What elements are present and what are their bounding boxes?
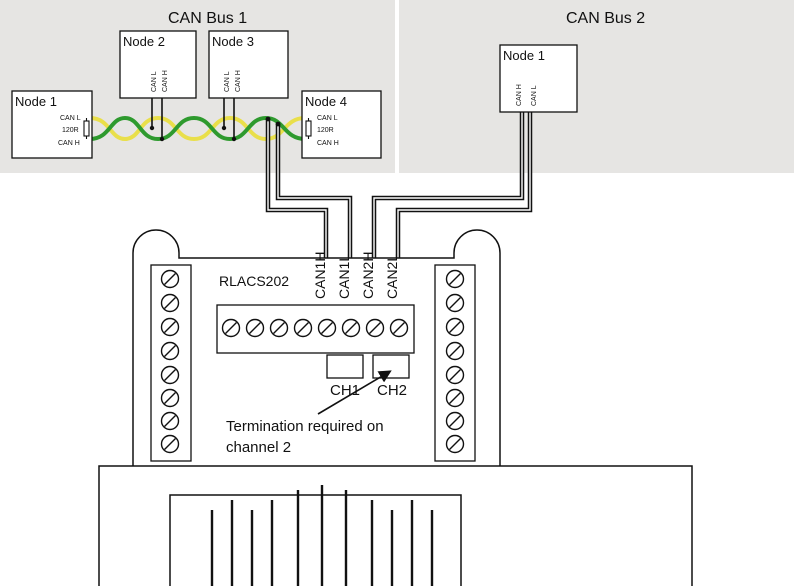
can-bus-2-title: CAN Bus 2 <box>566 10 645 27</box>
can-bus-1-title: CAN Bus 1 <box>168 10 247 27</box>
bus1-node4-resistor <box>305 120 312 137</box>
pin-label-can2h: CAN2H <box>360 252 376 299</box>
bus2-to-device-cable-core <box>373 112 531 296</box>
bus1-node4-can-h: CAN H <box>317 140 339 147</box>
termination-note-line2: channel 2 <box>226 439 291 456</box>
ch1-label: CH1 <box>330 382 360 399</box>
bus1-node4-resistor-label: 120R <box>317 127 334 134</box>
pin-label-can2l: CAN2L <box>384 254 400 299</box>
ch2-label: CH2 <box>377 382 407 399</box>
bus1-node3-can-h: CAN H <box>235 70 242 92</box>
can-bus-2-panel <box>399 0 794 173</box>
bus1-node1-resistor <box>83 120 90 137</box>
ch2-jumper <box>372 354 410 379</box>
bus1-node4: Node 4 CAN L 120R CAN H <box>301 90 382 159</box>
bus1-drop-lines <box>151 98 235 139</box>
bus1-node1-can-h: CAN H <box>58 140 80 147</box>
bus2-node1: Node 1 CAN H CAN L <box>499 44 578 113</box>
heatsink-fins <box>210 485 434 586</box>
bus1-node1: Node 1 CAN L 120R CAN H <box>11 90 93 159</box>
ch1-jumper <box>326 354 364 379</box>
bus1-to-device-cable-core <box>267 119 351 296</box>
termination-arrow <box>317 370 392 415</box>
bus1-node2-label: Node 2 <box>123 34 165 49</box>
bus1-node3-can-l: CAN L <box>224 71 231 92</box>
bus1-node2-can-h: CAN H <box>162 70 169 92</box>
bus1-node1-label: Node 1 <box>15 94 57 109</box>
bus1-node4-can-l: CAN L <box>317 115 338 122</box>
bus2-node1-can-l: CAN L <box>531 85 538 106</box>
bus2-node1-can-h: CAN H <box>516 84 523 106</box>
bus1-node3-label: Node 3 <box>212 34 254 49</box>
bus1-node1-can-l: CAN L <box>60 115 81 122</box>
bus1-node3: Node 3 CAN L CAN H <box>208 30 289 99</box>
bus1-tap-dots <box>265 116 281 127</box>
device-name: RLACS202 <box>219 273 289 289</box>
device-base <box>98 465 693 586</box>
device-base-inner <box>169 494 462 586</box>
bus1-node2: Node 2 CAN L CAN H <box>119 30 197 99</box>
pin-label-can1l: CAN1L <box>336 254 352 299</box>
bus1-junction-dots <box>149 125 237 142</box>
bus2-node1-label: Node 1 <box>503 48 545 63</box>
termination-note-line1: Termination required on <box>226 418 384 435</box>
pin-label-can1h: CAN1H <box>312 252 328 299</box>
rlacs202-device: RLACS202 CAN1H CAN1L CAN2H CAN2L CH1 CH2… <box>98 229 693 586</box>
bus1-node1-resistor-label: 120R <box>62 127 79 134</box>
bus1-node2-can-l: CAN L <box>151 71 158 92</box>
bus1-node4-label: Node 4 <box>305 94 347 109</box>
